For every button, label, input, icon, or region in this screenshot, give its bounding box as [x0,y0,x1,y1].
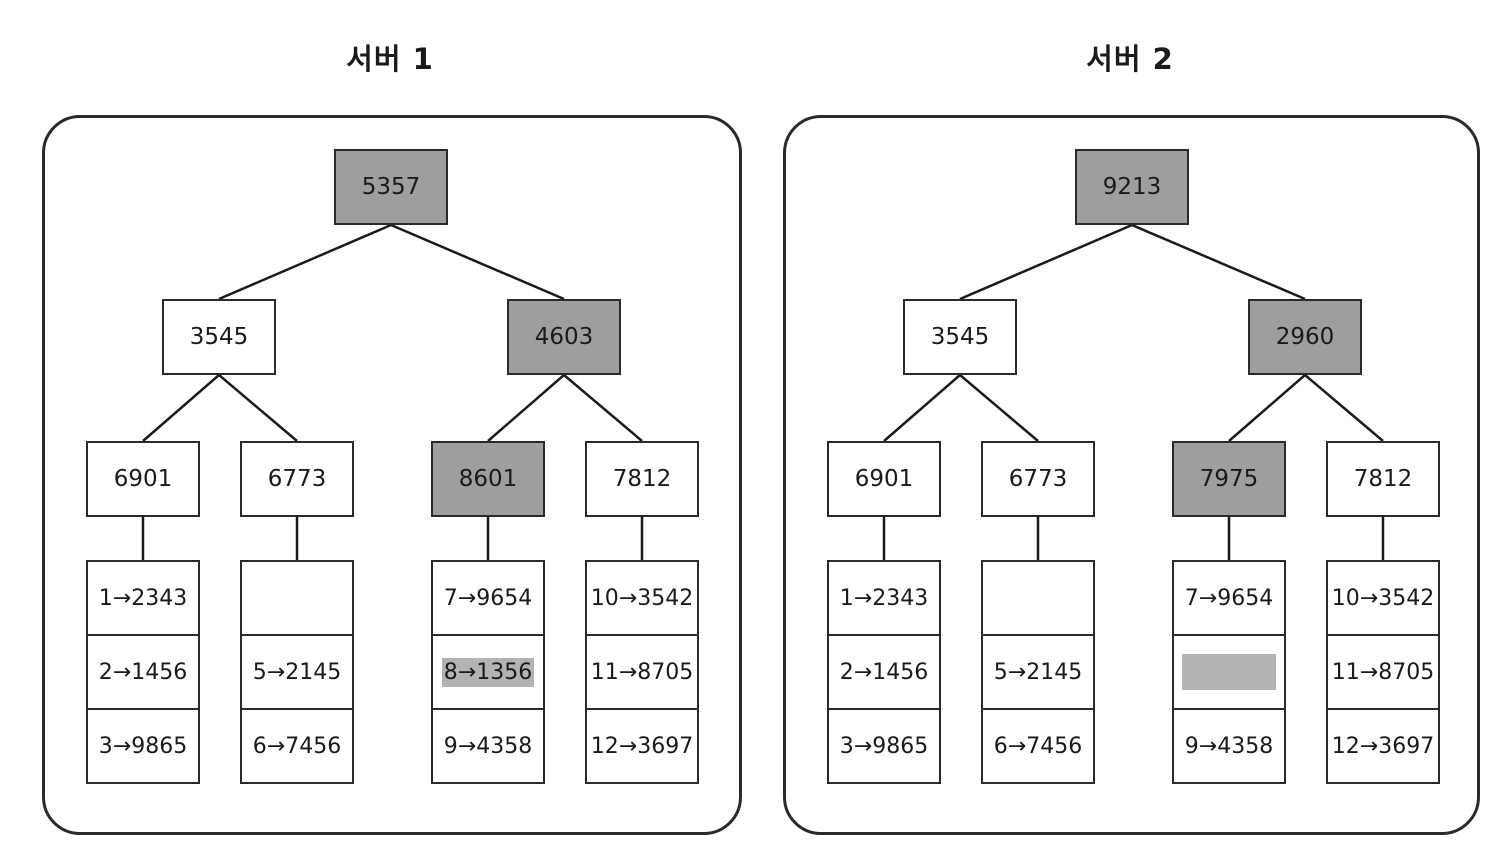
entry-text [1036,596,1040,600]
server-1-level2-hash-node: 7812 [585,441,699,517]
server-2-edge-l1-l2-2 [959,374,1039,442]
server-1-bucket-2-entry: 5→2145 [240,634,354,710]
server-2-edge-root-l1-1 [959,223,1133,301]
server-1-bucket-1-entry: 2→1456 [86,634,200,710]
entry-text: 6→7456 [993,733,1083,759]
entry-text: 3→9865 [98,733,188,759]
entry-text: 12→3697 [1331,733,1435,759]
server-1-bucket-3-entry: 7→9654 [431,560,545,636]
entry-text: 9→4358 [1184,733,1274,759]
server-2-bucket-2-entry [981,560,1095,636]
server-2-bucket-4-entry: 12→3697 [1326,708,1440,784]
server-2-bucket-3-entry [1172,634,1286,710]
server-1-edge-l1-l2-3 [487,374,565,442]
entry-text: 11→8705 [1331,659,1435,685]
server-2-edge-l1-l2-4 [1304,374,1384,442]
entry-text: 12→3697 [590,733,694,759]
entry-text: 9→4358 [443,733,533,759]
server-1-edge-l1-l2-4 [563,374,643,442]
server-1-bucket-2-entry [240,560,354,636]
server-2-bucket-1-entry: 2→1456 [827,634,941,710]
entry-text: 7→9654 [443,585,533,611]
entry-text: 10→3542 [590,585,694,611]
server-1-edge-root-l1-1 [218,223,392,301]
server-1-level1-hash-node: 3545 [162,299,276,375]
entry-text: 10→3542 [1331,585,1435,611]
server-1-bucket-4-entry: 11→8705 [585,634,699,710]
server-2-bucket-4-entry: 10→3542 [1326,560,1440,636]
server-2-bucket-3-entry: 7→9654 [1172,560,1286,636]
server-1-level2-hash-node: 6901 [86,441,200,517]
entry-text: 1→2343 [839,585,929,611]
entry-text: 7→9654 [1184,585,1274,611]
server-2-bucket-2-entry: 6→7456 [981,708,1095,784]
server-2-root-hash-node: 9213 [1075,149,1189,225]
server-2-level2-hash-node: 7975 [1172,441,1286,517]
entry-text: 5→2145 [993,659,1083,685]
server-1-level1-hash-node: 4603 [507,299,621,375]
server-1-bucket-4-entry: 12→3697 [585,708,699,784]
server-1-bucket-2-entry: 6→7456 [240,708,354,784]
server-1-bucket-4-entry: 10→3542 [585,560,699,636]
server-1-bucket-3-entry: 9→4358 [431,708,545,784]
entry-text [295,596,299,600]
entry-text: 2→1456 [98,659,188,685]
entry-text: 3→9865 [839,733,929,759]
server-2-level1-hash-node: 3545 [903,299,1017,375]
server-2-level1-hash-node: 2960 [1248,299,1362,375]
server-2-edge-l1-l2-1 [883,374,961,442]
server-2-level2-hash-node: 6901 [827,441,941,517]
server-1-root-hash-node: 5357 [334,149,448,225]
server-1-level2-hash-node: 6773 [240,441,354,517]
server-2-edge-root-l1-2 [1131,223,1306,301]
server-1-bucket-3-entry: 8→1356 [431,634,545,710]
server-2-bucket-3-entry: 9→4358 [1172,708,1286,784]
missing-entry-marker [1182,654,1276,690]
server-2-bucket-1-entry: 1→2343 [827,560,941,636]
entry-text: 5→2145 [252,659,342,685]
server-1-edge-l1-l2-1 [142,374,220,442]
server-1-bucket-1-entry: 1→2343 [86,560,200,636]
changed-entry-text: 8→1356 [441,657,535,687]
entry-text: 11→8705 [590,659,694,685]
server-1-panel [42,115,742,835]
server-2-panel [783,115,1480,835]
server-2-edge-l1-l2-3 [1228,374,1306,442]
entry-text: 2→1456 [839,659,929,685]
server-1-level2-hash-node: 8601 [431,441,545,517]
server-2-bucket-2-entry: 5→2145 [981,634,1095,710]
entry-text: 6→7456 [252,733,342,759]
server-1-title: 서버 1 [346,42,434,76]
server-2-bucket-4-entry: 11→8705 [1326,634,1440,710]
server-1-bucket-1-entry: 3→9865 [86,708,200,784]
server-2-bucket-1-entry: 3→9865 [827,708,941,784]
server-2-title: 서버 2 [1086,42,1174,76]
server-2-level2-hash-node: 7812 [1326,441,1440,517]
server-2-level2-hash-node: 6773 [981,441,1095,517]
server-1-edge-l1-l2-2 [218,374,298,442]
entry-text: 1→2343 [98,585,188,611]
server-1-edge-root-l1-2 [390,223,565,301]
